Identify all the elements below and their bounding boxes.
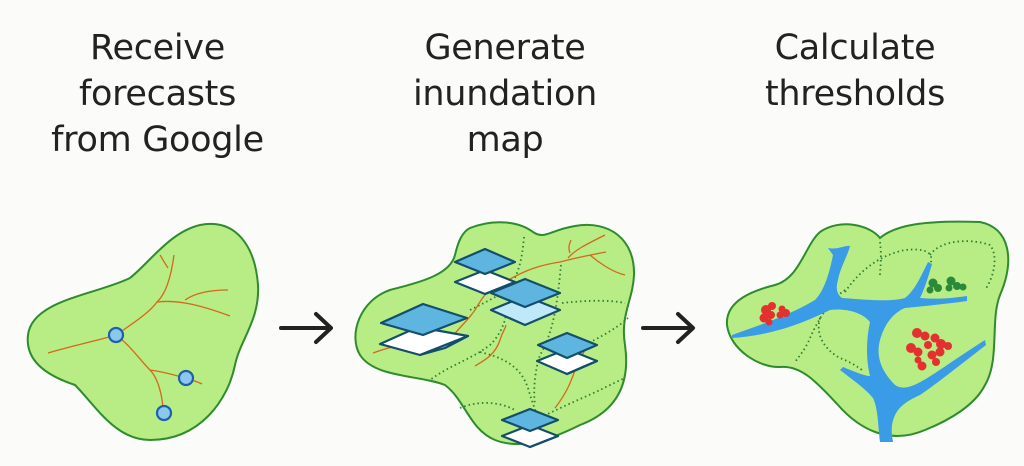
gauge-icon [177, 369, 195, 387]
land-area [725, 220, 1010, 437]
map-layer-stack [489, 277, 562, 327]
title-line: forecasts [78, 74, 237, 114]
watershed-thresholds-illustration [725, 220, 1010, 442]
river-channels [732, 245, 986, 442]
step-title-calculate-thresholds: Calculate thresholds [690, 25, 1020, 117]
arrow-right-icon [641, 312, 695, 344]
title-line: Calculate [774, 28, 936, 68]
gauge-icon [107, 326, 125, 344]
title-line: Generate [424, 28, 586, 68]
gauge-icon [155, 404, 173, 422]
flooded-trees-red [759, 302, 952, 371]
map-layer-stack [378, 302, 470, 357]
map-layer-stack [500, 407, 560, 449]
safe-trees-green [926, 276, 967, 294]
map-layer-stack [453, 247, 517, 296]
title-line: from Google [51, 120, 264, 160]
title-line: Receive [90, 28, 225, 68]
watershed-inundation-illustration [354, 221, 636, 449]
step-title-generate-inundation-map: Generate inundation map [325, 25, 685, 163]
arrow-right-icon [279, 312, 333, 344]
subbasin-boundaries [429, 236, 629, 421]
step-title-receive-forecasts: Receive forecasts from Google [0, 25, 315, 163]
watershed-gauges-illustration [26, 222, 260, 442]
subbasin-boundaries [794, 240, 996, 371]
gauge-markers [107, 326, 195, 422]
title-line: inundation [413, 74, 597, 114]
river [732, 245, 986, 442]
land-area [26, 222, 260, 442]
map-layer-stack [535, 331, 599, 376]
title-line: thresholds [764, 74, 946, 114]
title-line: map [466, 120, 544, 160]
